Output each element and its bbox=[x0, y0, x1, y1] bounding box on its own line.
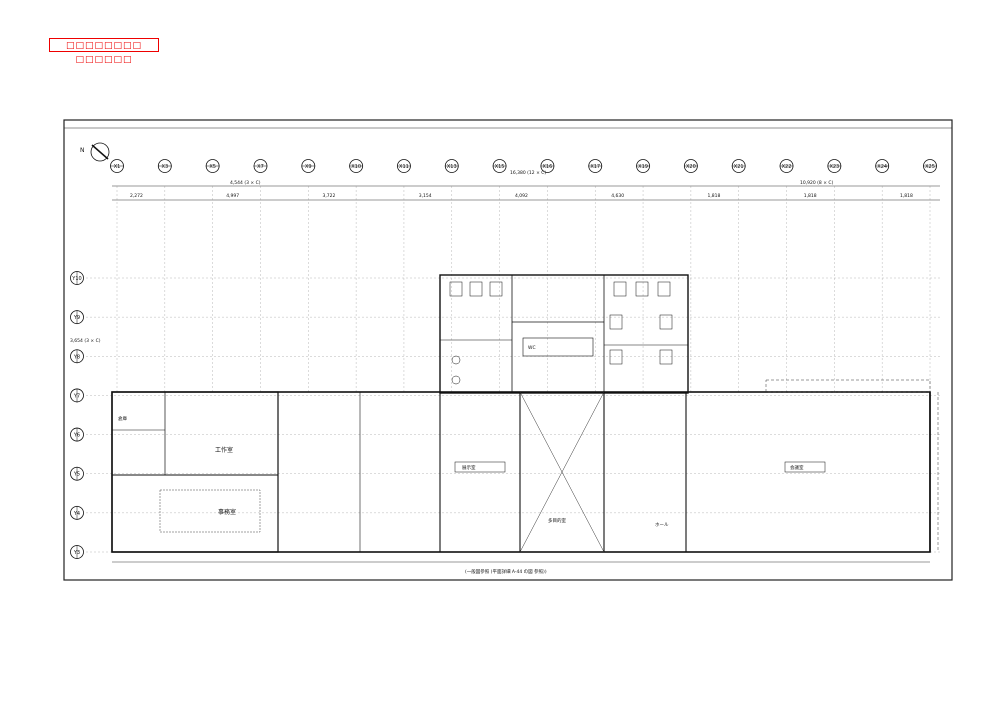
grid-column-label: X5 bbox=[209, 164, 216, 170]
grid-column-X21: X21 bbox=[731, 159, 746, 173]
grid-column-X9: X9 bbox=[301, 159, 316, 173]
grid-row-Y10: Y10 bbox=[70, 271, 84, 285]
dim-right: 10,920 (8 × C) bbox=[800, 180, 834, 186]
vertical-grid-lines bbox=[116, 186, 931, 392]
svg-text:N: N bbox=[80, 147, 85, 154]
north-arrow-icon: N bbox=[80, 142, 110, 162]
grid-column-X5: X5 bbox=[205, 159, 220, 173]
grid-row-Y5: Y5 bbox=[70, 466, 84, 481]
dimension-run-value: 3,722 bbox=[323, 193, 336, 199]
grid-row-Y4: Y4 bbox=[70, 505, 84, 520]
grid-row-label: Y9 bbox=[73, 315, 80, 321]
grid-column-markers: X1 X3 X5 X7 X9 X10 X11 X13 X15 X16 X17 X19 X20 X21 X22… bbox=[110, 159, 937, 173]
room-office: 事務室 bbox=[218, 508, 236, 516]
grid-column-X10: X10 bbox=[349, 159, 364, 173]
grid-row-Y8: Y8 bbox=[70, 349, 84, 364]
grid-column-label: X19 bbox=[638, 164, 648, 170]
grid-row-label: Y3 bbox=[73, 550, 80, 556]
dimension-run-value: 3,154 bbox=[419, 193, 432, 199]
grid-column-X1: X1 bbox=[110, 159, 124, 173]
room-big-c: ホール bbox=[655, 522, 669, 528]
grid-column-X19: X19 bbox=[636, 159, 651, 173]
grid-column-label: X9 bbox=[305, 164, 312, 170]
drawing-frame bbox=[63, 119, 953, 581]
dimension-run-value: 1,818 bbox=[900, 193, 913, 199]
dimension-run-value: 4,092 bbox=[515, 193, 528, 199]
dimension-run-value: 1,818 bbox=[804, 193, 817, 199]
grid-column-X20: X20 bbox=[683, 159, 698, 173]
grid-column-X11: X11 bbox=[396, 159, 411, 173]
document-stamp: □□□□□□□□ □□□□□□ bbox=[49, 38, 159, 65]
grid-column-X25: X25 bbox=[923, 159, 937, 173]
core-block bbox=[439, 274, 689, 394]
grid-column-label: X11 bbox=[399, 164, 409, 170]
grid-column-X7: X7 bbox=[253, 159, 268, 173]
dim-left: 4,544 (3 × C) bbox=[230, 180, 261, 186]
grid-row-Y6: Y6 bbox=[70, 427, 84, 442]
dimension-run-value: 1,818 bbox=[708, 193, 721, 199]
grid-column-label: X15 bbox=[495, 164, 505, 170]
dimension-run-value: 4,997 bbox=[226, 193, 239, 199]
grid-row-Y9: Y9 bbox=[70, 310, 84, 325]
grid-column-label: X1 bbox=[114, 164, 121, 170]
room-storage: 倉庫 bbox=[118, 415, 127, 422]
grid-column-X13: X13 bbox=[444, 159, 459, 173]
room-big-b: 多目的室 bbox=[548, 517, 566, 524]
grid-row-label: Y8 bbox=[73, 354, 80, 360]
grid-row-label: Y10 bbox=[71, 276, 81, 282]
grid-column-X15: X15 bbox=[492, 159, 507, 173]
grid-column-label: X10 bbox=[351, 164, 361, 170]
grid-column-label: X21 bbox=[734, 164, 744, 170]
grid-row-label: Y7 bbox=[73, 393, 80, 399]
grid-column-label: X23 bbox=[829, 164, 839, 170]
grid-column-label: X3 bbox=[162, 164, 169, 170]
core-room-label: WC bbox=[528, 345, 536, 351]
grid-row-label: Y6 bbox=[73, 433, 80, 439]
grid-column-label: X22 bbox=[782, 164, 792, 170]
grid-column-X23: X23 bbox=[827, 159, 842, 173]
side-dimension: 3,654 (3 × C) bbox=[70, 338, 101, 344]
grid-column-X17: X17 bbox=[588, 159, 603, 173]
grid-column-label: X13 bbox=[447, 164, 457, 170]
horizontal-grid-lines bbox=[86, 277, 940, 553]
grid-column-label: X7 bbox=[257, 164, 264, 170]
dimension-run-value: 2,272 bbox=[130, 193, 143, 199]
grid-column-X16: X16 bbox=[540, 159, 555, 173]
room-big-a: 展示室 bbox=[462, 464, 476, 471]
grid-column-label: X16 bbox=[543, 164, 553, 170]
grid-row-Y3: Y3 bbox=[70, 545, 84, 559]
dimension-run-value: 4,630 bbox=[611, 193, 624, 199]
grid-row-Y7: Y7 bbox=[70, 388, 84, 403]
dim-middle: 16,380 (12 × C) bbox=[510, 170, 546, 176]
grid-column-X3: X3 bbox=[157, 159, 172, 173]
grid-row-label: Y5 bbox=[73, 472, 80, 478]
grid-row-label: Y4 bbox=[73, 511, 80, 517]
room-right: 会議室 bbox=[790, 464, 804, 471]
bottom-caption: (一般図参照 (平面詳細 A-44 の図 参照)) bbox=[465, 568, 547, 575]
grid-column-X24: X24 bbox=[875, 159, 890, 173]
grid-column-label: X20 bbox=[686, 164, 696, 170]
grid-column-label: X24 bbox=[877, 164, 887, 170]
grid-column-label: X25 bbox=[925, 164, 935, 170]
grid-column-X22: X22 bbox=[779, 159, 794, 173]
grid-column-label: X17 bbox=[590, 164, 600, 170]
room-workshop: 工作室 bbox=[215, 446, 233, 454]
dimension-run: 2,272 4,997 3,722 3,154 4,092 4,630 1,818 1,818… bbox=[130, 193, 913, 199]
